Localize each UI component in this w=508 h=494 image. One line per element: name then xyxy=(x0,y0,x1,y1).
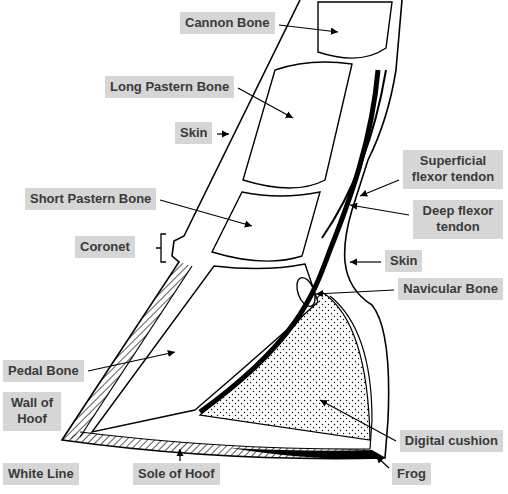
label-text: Sole of Hoof xyxy=(138,466,215,482)
part-label: Frog xyxy=(392,463,431,485)
part-label: Sole of Hoof xyxy=(133,463,220,485)
label-text: Long Pastern Bone xyxy=(110,79,229,95)
short-pastern-bone xyxy=(212,192,320,261)
label-text: Short Pastern Bone xyxy=(30,191,151,207)
coronet-bracket xyxy=(156,234,166,262)
label-text: Coronet xyxy=(80,239,130,255)
leader-line xyxy=(217,133,229,134)
heel-inner-line xyxy=(330,296,372,449)
label-text: Frog xyxy=(397,466,426,482)
part-label: White Line xyxy=(3,463,79,485)
skin-outline xyxy=(62,0,402,459)
label-text: Navicular Bone xyxy=(403,281,498,297)
label-text: Wall of Hoof xyxy=(8,395,56,428)
leader-line xyxy=(179,449,180,461)
part-label: Pedal Bone xyxy=(3,360,84,382)
leader-line xyxy=(376,456,389,468)
part-label: Short Pastern Bone xyxy=(25,188,156,210)
leader-line xyxy=(88,352,175,371)
part-label: Superficial flexor tendon xyxy=(403,150,503,189)
label-text: Skin xyxy=(390,253,417,269)
leader-line xyxy=(160,200,252,226)
part-label: Cannon Bone xyxy=(180,12,275,34)
leader-line xyxy=(350,261,381,262)
leader-line xyxy=(316,290,394,294)
leader-lines xyxy=(88,25,409,468)
part-label: Skin xyxy=(385,250,422,272)
leader-line xyxy=(279,25,338,32)
leader-line xyxy=(320,400,396,441)
label-text: Skin xyxy=(180,125,207,141)
part-label: Long Pastern Bone xyxy=(105,76,234,98)
long-pastern-bone xyxy=(243,62,352,188)
deep-flexor-tendon xyxy=(200,70,378,412)
leader-line xyxy=(360,180,399,196)
label-text: Superficial flexor tendon xyxy=(408,153,498,186)
part-label: Wall of Hoof xyxy=(3,392,61,431)
sole-inner-line xyxy=(80,432,370,449)
part-label: Deep flexor tendon xyxy=(413,200,503,239)
part-label: Navicular Bone xyxy=(398,278,503,300)
part-label: Digital cushion xyxy=(400,430,503,452)
label-text: Digital cushion xyxy=(405,433,498,449)
leader-line xyxy=(350,205,409,215)
leader-line xyxy=(238,88,293,118)
hoof-sole xyxy=(62,432,385,459)
cannon-bone xyxy=(318,2,392,58)
label-text: Pedal Bone xyxy=(8,363,79,379)
part-label: Skin xyxy=(175,122,212,144)
label-text: Deep flexor tendon xyxy=(418,203,498,236)
label-text: White Line xyxy=(8,466,74,482)
part-label: Coronet xyxy=(75,236,135,258)
label-text: Cannon Bone xyxy=(185,15,270,31)
